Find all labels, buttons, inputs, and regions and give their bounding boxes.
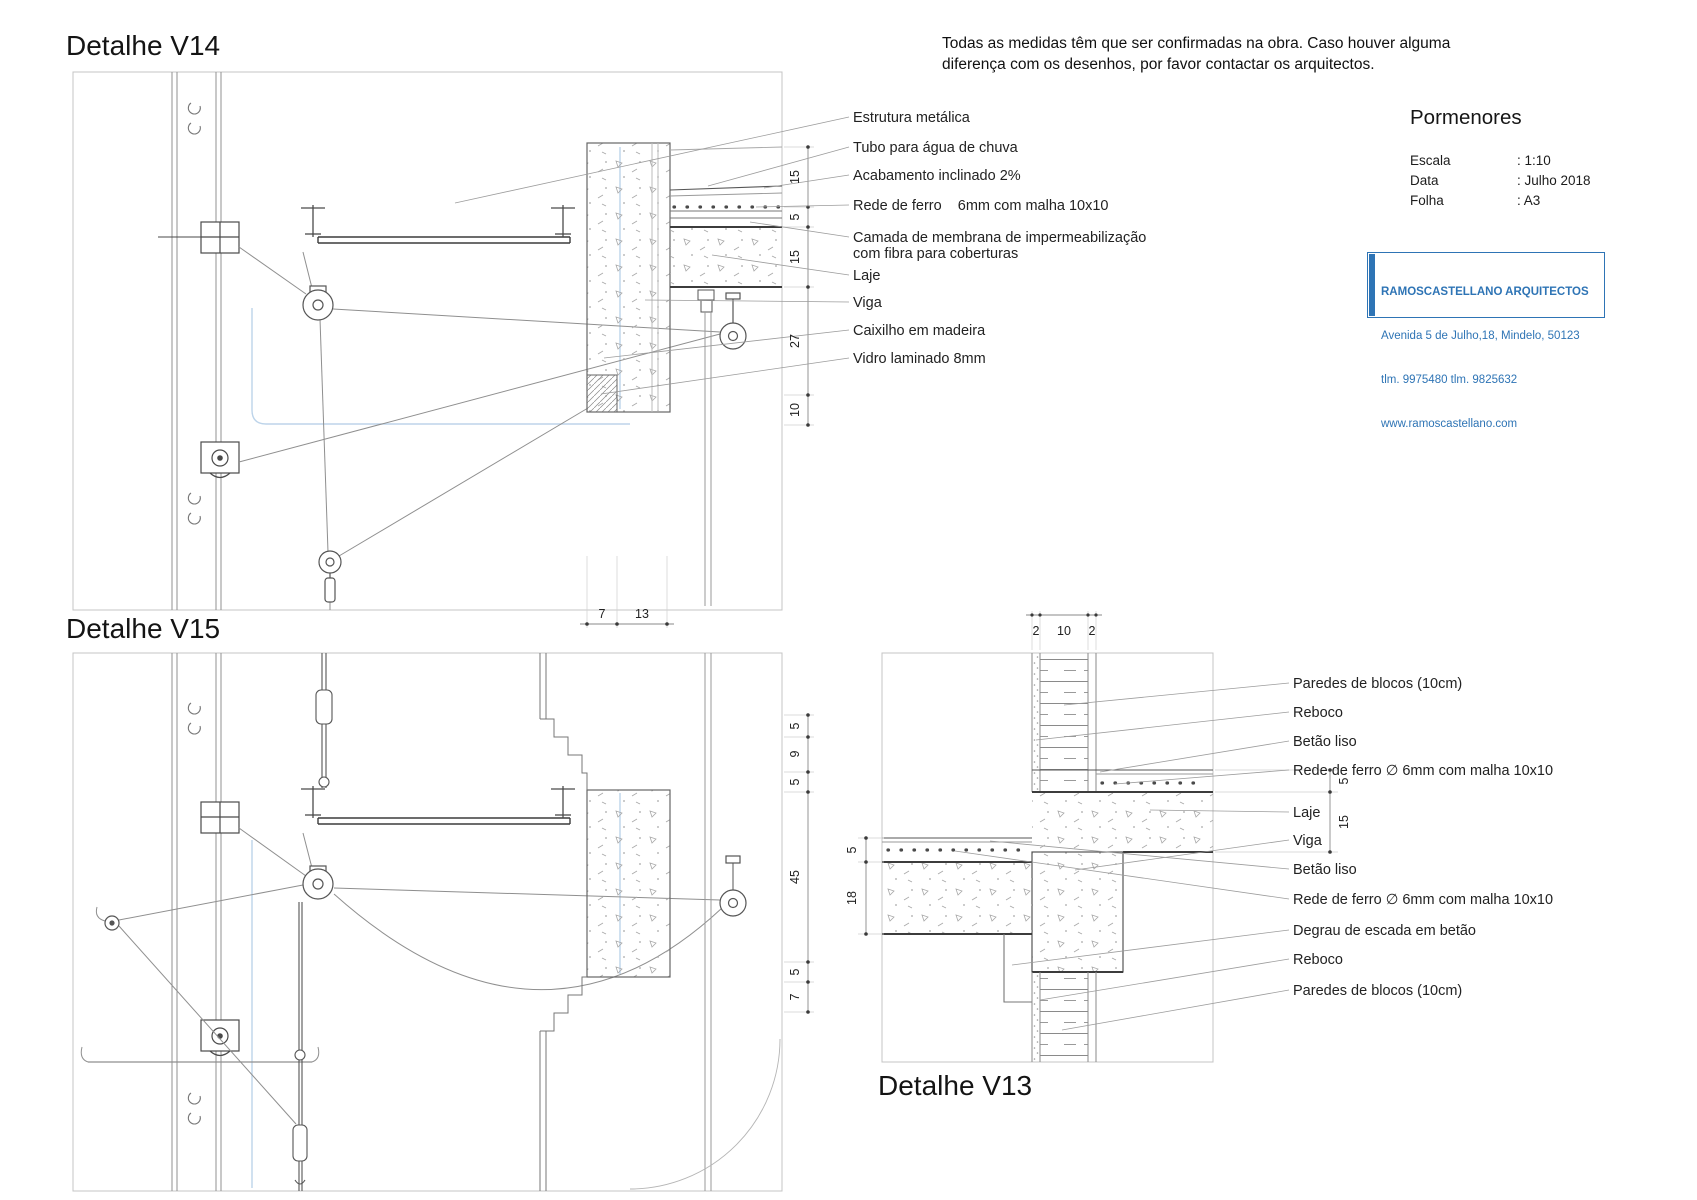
v13-leaders xyxy=(954,682,1290,1031)
v15-dim-9: 9 xyxy=(788,750,802,758)
roof-slab xyxy=(669,146,783,606)
v14-dim-right xyxy=(784,145,814,427)
v14-dim-15a: 15 xyxy=(788,170,802,184)
v13-label-viga: Viga xyxy=(1293,833,1322,849)
v14-dim-27: 27 xyxy=(788,334,802,348)
stamp-phones: tlm. 9975480 tlm. 9825632 xyxy=(1381,373,1518,386)
titleblock-folha-label: Folha xyxy=(1410,193,1444,208)
v13-dim-right xyxy=(1215,768,1338,854)
v13-label-laje: Laje xyxy=(1293,805,1321,821)
v13-label-rede-top: Rede de ferro ∅ 6mm com malha 10x10 xyxy=(1293,763,1554,779)
v13-label-paredes-top: Paredes de blocos (10cm) xyxy=(1293,676,1463,692)
detail-v14-title: Detalhe V14 xyxy=(66,30,221,61)
v15-dim-45: 45 xyxy=(788,870,802,884)
v14-label-tubo: Tubo para água de chuva xyxy=(853,140,1018,156)
stamp-name: RAMOSCASTELLANO ARQUITECTOS xyxy=(1381,286,1589,299)
detail-v15-title: Detalhe V15 xyxy=(66,613,221,644)
v14-drawing xyxy=(72,71,850,628)
wall-break-symbols xyxy=(187,102,201,525)
v13-dim-right-15: 15 xyxy=(1337,815,1351,829)
tie-rod-bottom xyxy=(292,902,308,1191)
stamp-text: RAMOSCASTELLANO ARQUITECTOS Avenida 5 de… xyxy=(1381,256,1589,460)
stamp-website: www.ramoscastellano.com xyxy=(1381,417,1518,430)
v14-dim-15b: 15 xyxy=(788,250,802,264)
v15-dim-5a: 5 xyxy=(788,722,802,730)
v14-label-vidro: Vidro laminado 8mm xyxy=(853,351,986,367)
v13-label-betao-bottom: Betão liso xyxy=(1293,862,1357,878)
v14-dim-7: 7 xyxy=(598,607,606,621)
v13-label-rede-bottom: Rede de ferro ∅ 6mm com malha 10x10 xyxy=(1293,892,1554,908)
v14-dim-5: 5 xyxy=(788,213,802,221)
v13-label-betao-top: Betão liso xyxy=(1293,734,1357,750)
v13-label-paredes-bottom: Paredes de blocos (10cm) xyxy=(1293,983,1463,999)
note-line-1: Todas as medidas têm que ser confirmadas… xyxy=(942,35,1451,52)
v13-dim-2b: 2 xyxy=(1088,624,1096,638)
v13-lower-wall xyxy=(1031,972,1097,1062)
titleblock-data-value: : Julho 2018 xyxy=(1517,173,1591,188)
titleblock-data-label: Data xyxy=(1410,173,1439,188)
v15-pulleys xyxy=(104,855,747,931)
titleblock-title: Pormenores xyxy=(1410,106,1522,129)
v13-dim-top xyxy=(1026,611,1102,650)
v13-upper-wall xyxy=(1031,653,1097,792)
v13-label-reboco-bottom: Reboco xyxy=(1293,952,1343,968)
titleblock-folha-value: : A3 xyxy=(1517,193,1541,208)
v13-label-reboco-top: Reboco xyxy=(1293,705,1343,721)
v14-label-caixilho: Caixilho em madeira xyxy=(853,323,986,339)
concrete-column xyxy=(586,142,671,413)
v13-label-degrau: Degrau de escada em betão xyxy=(1293,923,1476,939)
v14-dim-bottom xyxy=(580,556,674,628)
hanger-rod xyxy=(315,653,333,788)
v14-label-viga: Viga xyxy=(853,295,882,311)
v15-dim-5b: 5 xyxy=(788,778,802,786)
titleblock-escala-label: Escala xyxy=(1410,153,1451,168)
v15-dim-7: 7 xyxy=(788,993,802,1001)
v14-dim-10: 10 xyxy=(788,403,802,417)
detail-v13-title: Detalhe V13 xyxy=(878,1070,1033,1101)
v14-leaders xyxy=(454,116,850,395)
titleblock-escala-value: : 1:10 xyxy=(1517,153,1551,168)
v13-dim-2a: 2 xyxy=(1032,624,1040,638)
v13-dim-right-5: 5 xyxy=(1337,777,1351,785)
note-line-2: diferença com os desenhos, por favor con… xyxy=(942,56,1375,73)
glass-guide-lines xyxy=(251,147,630,425)
v14-dim-13: 13 xyxy=(635,607,649,621)
stamp-address: Avenida 5 de Julho,18, Mindelo, 50123 xyxy=(1381,329,1580,342)
v14-label-camada-2: com fibra para coberturas xyxy=(853,246,1019,262)
general-note: Todas as medidas têm que ser confirmadas… xyxy=(942,33,1450,75)
v13-landing xyxy=(882,837,1032,1003)
v13-dim-left xyxy=(858,836,884,936)
v13-dim-left-5: 5 xyxy=(845,846,859,854)
pulleys xyxy=(302,285,747,603)
v14-label-camada-1: Camada de membrana de impermeabilização xyxy=(853,230,1147,246)
stair-steps xyxy=(539,653,588,1191)
v15-drawing xyxy=(72,652,814,1192)
v14-label-rede: Rede de ferro 6mm com malha 10x10 xyxy=(853,198,1109,214)
v14-label-laje: Laje xyxy=(853,268,881,284)
v13-dim-left-18: 18 xyxy=(845,891,859,905)
stamp-accent-bar xyxy=(1369,254,1375,316)
v13-drawing xyxy=(858,611,1338,1063)
v14-label-estrutura: Estrutura metálica xyxy=(853,110,970,126)
t-supports xyxy=(301,205,575,237)
architect-stamp: RAMOSCASTELLANO ARQUITECTOS Avenida 5 de… xyxy=(1367,252,1605,430)
v14-label-acabamento: Acabamento inclinado 2% xyxy=(853,168,1021,184)
v15-dim-right xyxy=(784,713,814,1014)
v15-dim-5c: 5 xyxy=(788,968,802,976)
v13-dim-10: 10 xyxy=(1057,624,1071,638)
